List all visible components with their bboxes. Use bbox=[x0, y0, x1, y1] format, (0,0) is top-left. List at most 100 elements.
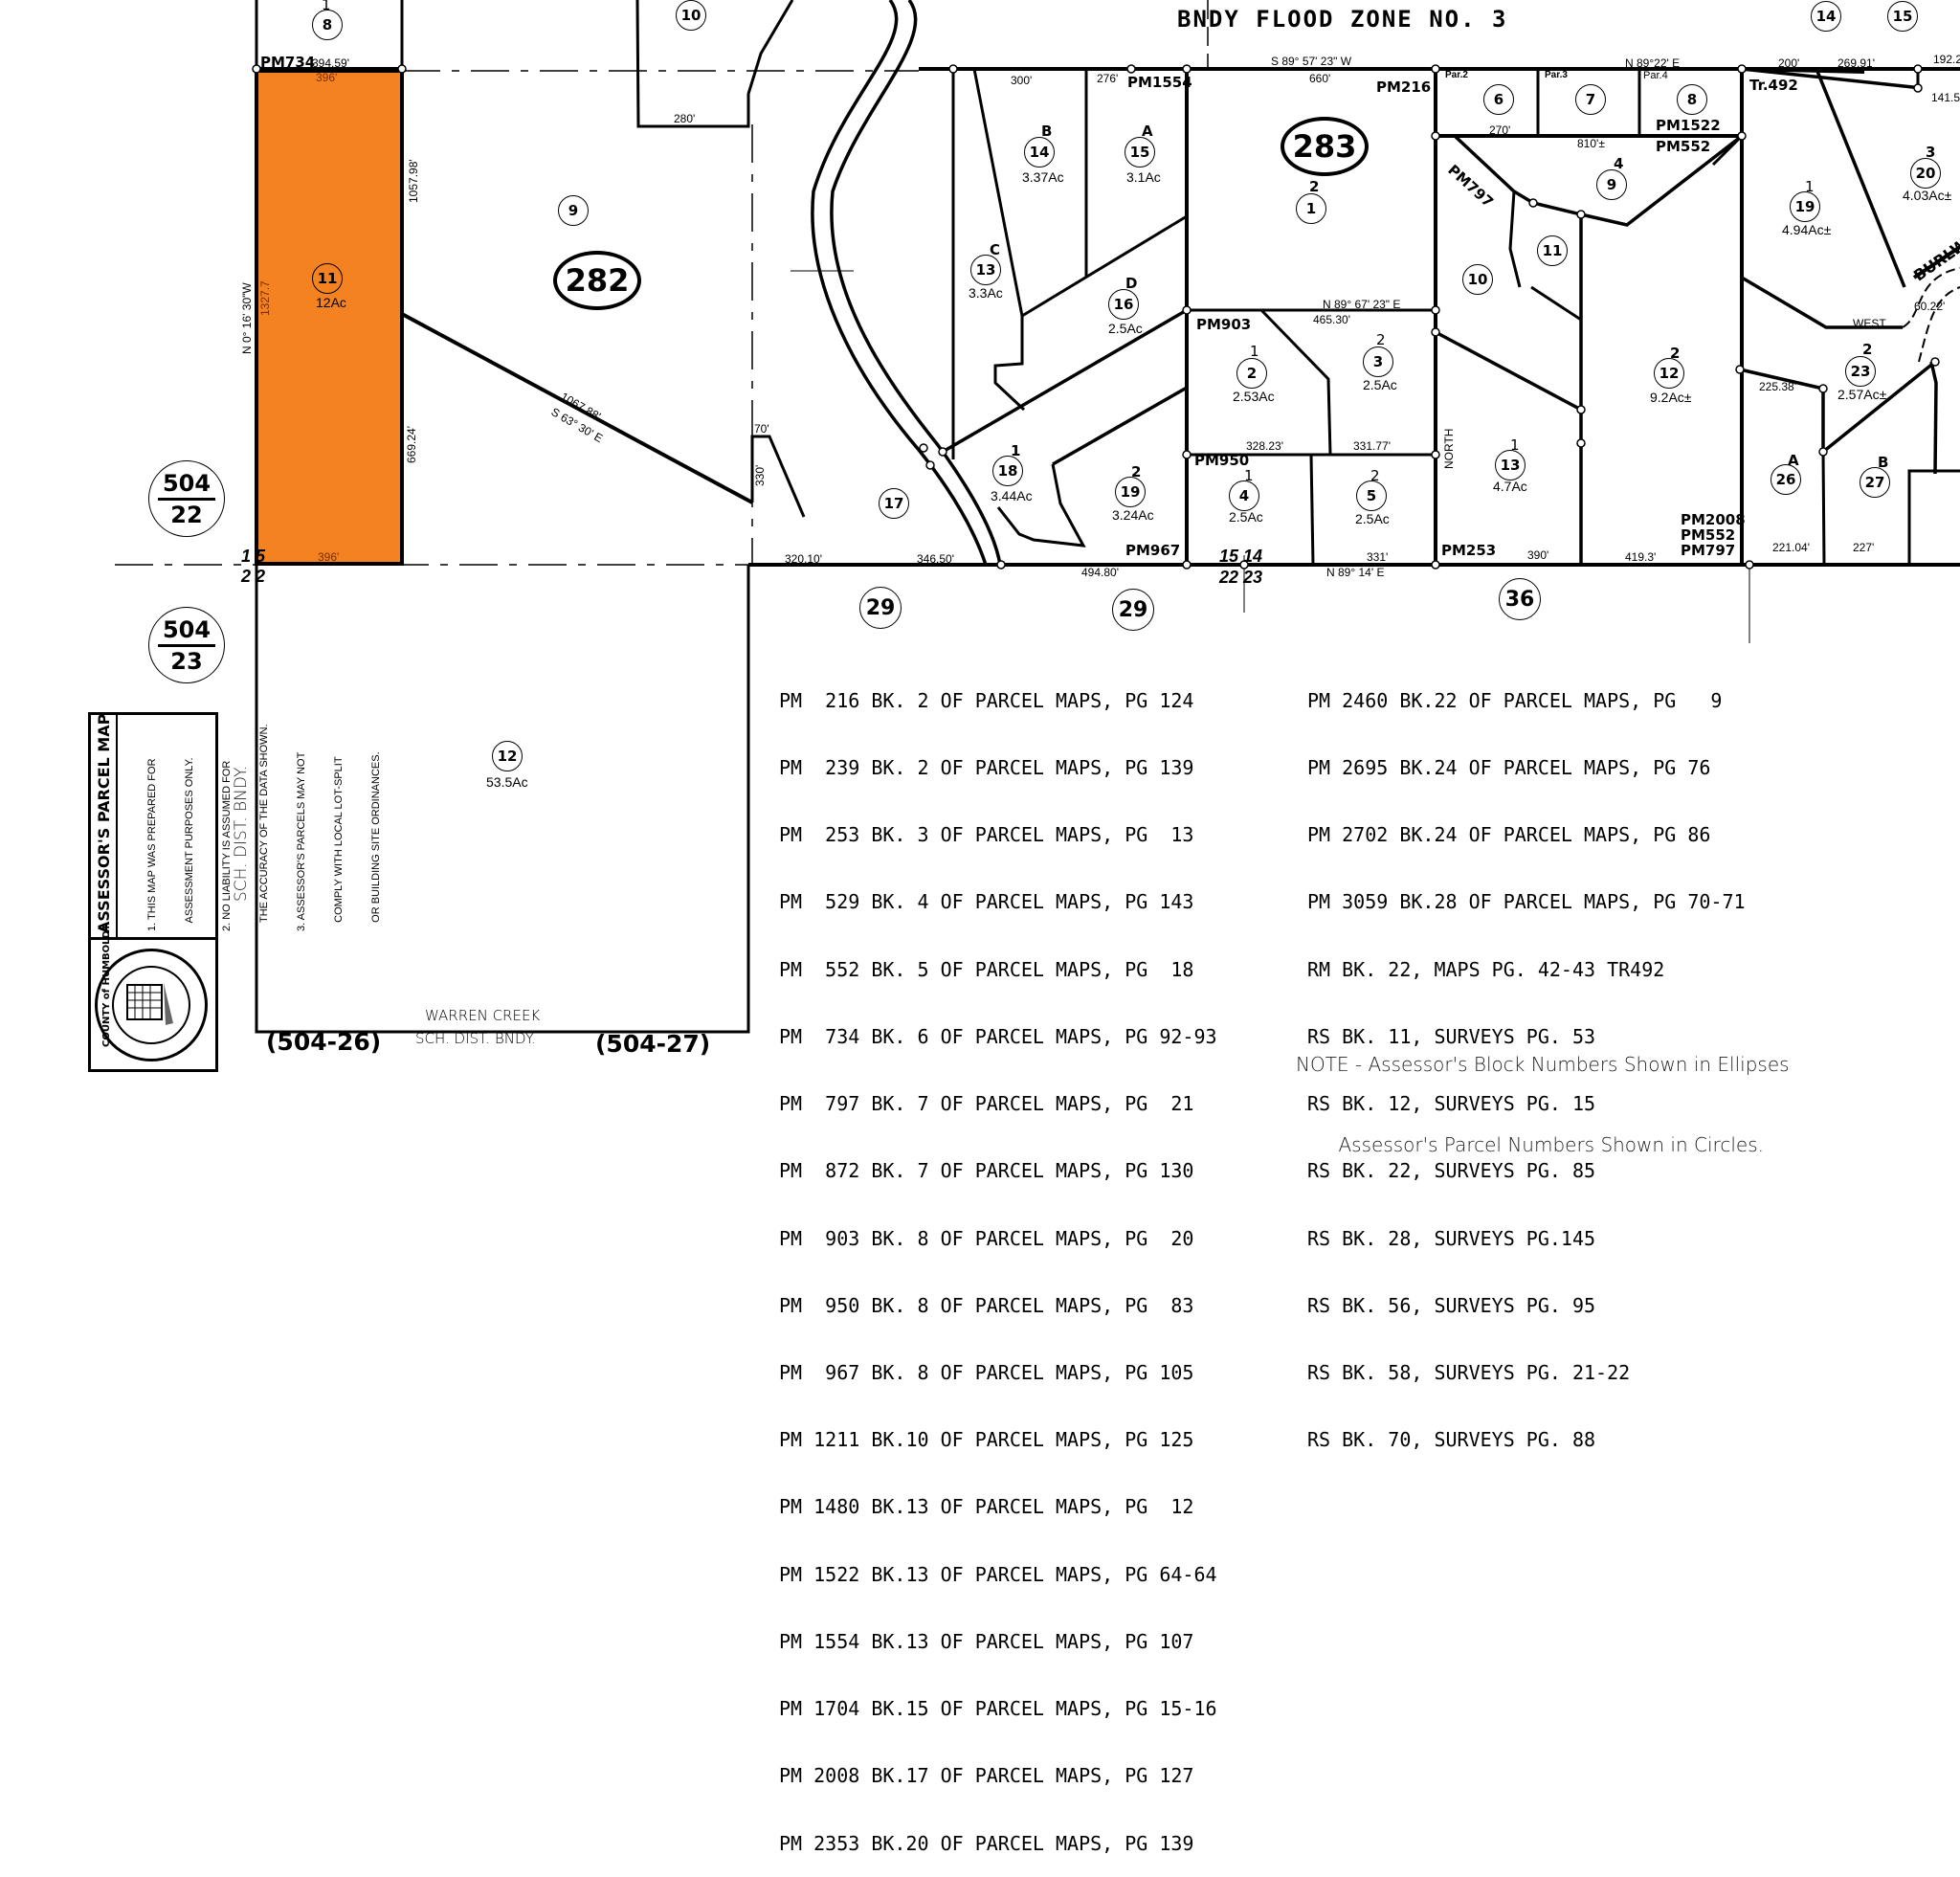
map-ref-label: PM967 bbox=[1125, 542, 1181, 559]
parcel-number: 9 bbox=[1606, 176, 1617, 193]
parcel-15-right[interactable]: 15 bbox=[1887, 1, 1918, 32]
book-page-circle[interactable]: 504 22 bbox=[148, 460, 225, 537]
dimension-label: 394.59' bbox=[312, 56, 349, 70]
parcel-2[interactable]: 2 bbox=[1236, 358, 1267, 389]
references-left-column: PM 216 BK. 2 OF PARCEL MAPS, PG 124 PM 2… bbox=[779, 645, 1217, 1877]
reference-entry: PM 2702 BK.24 OF PARCEL MAPS, PG 86 bbox=[1307, 823, 1711, 847]
lot-label: Par.4 bbox=[1643, 70, 1668, 81]
lot-label: Par.3 bbox=[1545, 70, 1568, 80]
map-ref-label: PM734 bbox=[260, 54, 316, 71]
map-ref-label: PM950 bbox=[1194, 452, 1250, 469]
dimension-label: 660' bbox=[1309, 72, 1331, 85]
dimension-label: 1327.7 bbox=[258, 280, 272, 316]
parcel-23[interactable]: 23 bbox=[1845, 356, 1876, 387]
parcel-number: 1 bbox=[1305, 200, 1317, 217]
parcel-acreage: 4.03Ac± bbox=[1903, 188, 1952, 203]
dimension-label: 396' bbox=[318, 550, 340, 564]
dimension-label: 669.24' bbox=[405, 426, 418, 463]
parcel-13[interactable]: 13 bbox=[970, 255, 1001, 285]
dimension-label: 269.91' bbox=[1838, 56, 1875, 70]
reference-entry: RS BK. 58, SURVEYS PG. 21-22 bbox=[1307, 1361, 1631, 1384]
parcel-10-right[interactable]: 10 bbox=[1462, 264, 1493, 295]
dimension-label: 330' bbox=[753, 464, 767, 486]
section-number-circle: 29 bbox=[1112, 589, 1154, 631]
parcel-20-right[interactable]: 20 bbox=[1910, 158, 1941, 189]
dimension-label: 346.50' bbox=[917, 552, 954, 566]
dimension-label: 276' bbox=[1097, 72, 1119, 85]
reference-entry: RM BK. 22, MAPS PG. 42-43 TR492 bbox=[1307, 957, 1665, 981]
dimension-label: 465.30' bbox=[1313, 313, 1350, 326]
adjacent-map-ref-left[interactable]: (504-26) bbox=[266, 1028, 382, 1056]
parcel-5[interactable]: 5 bbox=[1356, 480, 1387, 511]
reference-entry: PM 1522 BK.13 OF PARCEL MAPS, PG 64-64 bbox=[779, 1562, 1217, 1586]
parcel-13-right[interactable]: 13 bbox=[1495, 450, 1526, 480]
parcel-8-right[interactable]: 8 bbox=[1677, 84, 1707, 115]
map-ref-label: Tr.492 bbox=[1749, 77, 1798, 94]
dimension-label: 328.23' bbox=[1246, 439, 1283, 453]
block-number-ellipse[interactable]: 283 bbox=[1281, 117, 1369, 176]
parcel-6[interactable]: 6 bbox=[1483, 84, 1514, 115]
parcel-17[interactable]: 17 bbox=[879, 488, 909, 519]
parcel-9-right[interactable]: 9 bbox=[1596, 169, 1627, 200]
parcel-number: 6 bbox=[1493, 91, 1504, 108]
lot-label: 3 bbox=[1926, 144, 1936, 161]
dimension-label: 810'± bbox=[1577, 137, 1605, 150]
lot-label: 4 bbox=[1614, 155, 1624, 172]
parcel-3[interactable]: 3 bbox=[1363, 346, 1393, 377]
parcel-7[interactable]: 7 bbox=[1575, 84, 1606, 115]
parcel-number: 12 bbox=[497, 748, 518, 765]
parcel-acreage: 2.5Ac bbox=[1363, 377, 1397, 392]
map-ref-label: PM1522 bbox=[1656, 117, 1721, 134]
parcel-19[interactable]: 19 bbox=[1115, 477, 1146, 507]
lot-label: B bbox=[1878, 454, 1889, 471]
parcel-19-right[interactable]: 19 bbox=[1790, 191, 1820, 222]
parcel-27[interactable]: 27 bbox=[1860, 467, 1890, 498]
lot-label: 2 bbox=[1862, 341, 1873, 358]
reference-entry: PM 2008 BK.17 OF PARCEL MAPS, PG 127 bbox=[779, 1764, 1194, 1788]
parcel-number: 15 bbox=[1892, 8, 1913, 25]
reference-entry: PM 529 BK. 4 OF PARCEL MAPS, PG 143 bbox=[779, 890, 1194, 914]
parcel-11-right[interactable]: 11 bbox=[1537, 235, 1568, 266]
reference-entry: PM 239 BK. 2 OF PARCEL MAPS, PG 139 bbox=[779, 756, 1194, 780]
parcel-26[interactable]: 26 bbox=[1771, 464, 1801, 495]
parcel-number: 26 bbox=[1775, 471, 1796, 488]
lot-label: 1 bbox=[1805, 178, 1815, 195]
lot-label: 2 bbox=[1376, 331, 1386, 348]
section-corner-mid-bottom: 22 23 bbox=[1219, 568, 1263, 587]
parcel-8[interactable]: 8 bbox=[312, 10, 343, 40]
parcel-18[interactable]: 18 bbox=[992, 456, 1023, 486]
block-number-ellipse[interactable]: 282 bbox=[553, 251, 641, 310]
disclaimer-line: OR BUILDING SITE ORDINANCES. bbox=[370, 751, 382, 931]
parcel-number: 17 bbox=[883, 495, 904, 512]
highlighted-parcel-11[interactable] bbox=[255, 69, 404, 566]
reference-entry: PM 1211 BK.10 OF PARCEL MAPS, PG 125 bbox=[779, 1428, 1194, 1452]
parcel-10-left[interactable]: 10 bbox=[676, 0, 706, 31]
parcel-15[interactable]: 15 bbox=[1125, 137, 1155, 168]
parcel-9-left[interactable]: 9 bbox=[558, 195, 589, 226]
parcel-acreage: 2.5Ac bbox=[1229, 509, 1263, 525]
parcel-acreage: 3.37Ac bbox=[1022, 169, 1064, 185]
book-page-circle[interactable]: 504 23 bbox=[148, 607, 225, 683]
parcel-number: 10 bbox=[680, 7, 702, 24]
section-number: 29 bbox=[1118, 597, 1148, 622]
parcel-11-highlighted[interactable]: 11 bbox=[312, 263, 343, 294]
parcel-number: 11 bbox=[317, 270, 338, 287]
parcel-16[interactable]: 16 bbox=[1108, 289, 1139, 320]
lot-label: 1 bbox=[1510, 436, 1520, 454]
county-name: COUNTY of HUMBOLDT bbox=[101, 924, 112, 1047]
dimension-label: 280' bbox=[674, 112, 696, 125]
parcel-acreage: 2.57Ac± bbox=[1838, 387, 1887, 402]
adjacent-map-ref-right[interactable]: (504-27) bbox=[595, 1030, 711, 1058]
parcel-4[interactable]: 4 bbox=[1229, 480, 1259, 511]
reference-entry: PM 2695 BK.24 OF PARCEL MAPS, PG 76 bbox=[1307, 756, 1711, 780]
lot-label: 1 bbox=[1244, 467, 1254, 484]
county-seal-icon: COUNTY of HUMBOLDT bbox=[95, 924, 208, 1061]
parcel-number: 9 bbox=[568, 202, 579, 219]
parcel-1[interactable]: 1 bbox=[1296, 193, 1326, 224]
parcel-number: 14 bbox=[1815, 8, 1837, 25]
parcel-12-large[interactable]: 12 bbox=[492, 741, 523, 771]
parcel-14-right[interactable]: 14 bbox=[1811, 1, 1841, 32]
parcel-acreage: 3.1Ac bbox=[1126, 169, 1161, 185]
parcel-12-right[interactable]: 12 bbox=[1654, 358, 1684, 389]
parcel-14[interactable]: 14 bbox=[1024, 137, 1055, 168]
